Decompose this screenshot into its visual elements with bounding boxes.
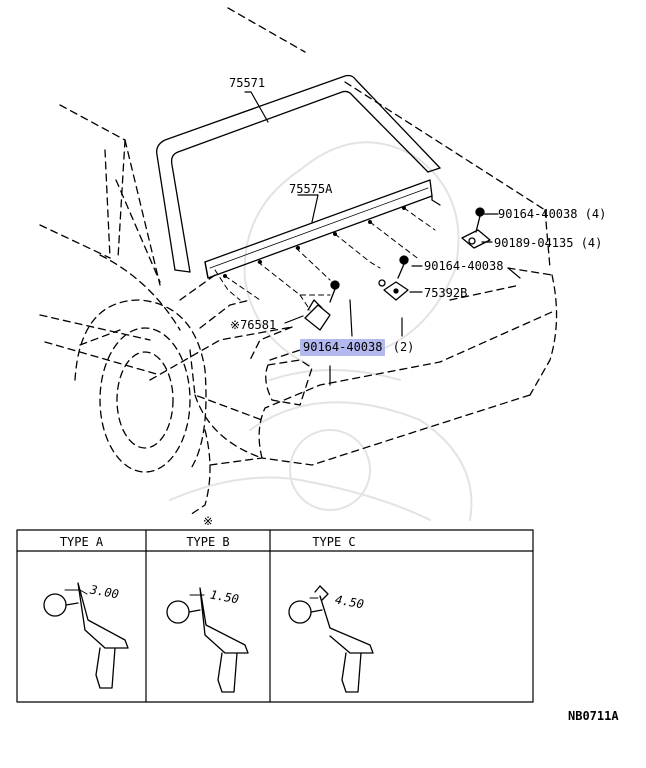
rear-lamp — [265, 359, 313, 406]
watermark-emblem — [169, 141, 473, 521]
label-90164-40038-qty4: 90164-40038 (4) — [498, 207, 607, 221]
label-76581-number: 76581 — [240, 318, 277, 332]
label-90189-04135-qty4: 90189-04135 (4) — [494, 236, 603, 250]
label-75571: 75571 — [229, 76, 266, 90]
detail-table — [16, 529, 534, 703]
leader-lines — [244, 91, 521, 386]
clip-90164-upper — [475, 207, 485, 233]
label-76581-mark: ※ — [230, 318, 241, 332]
stripe-75575a — [204, 179, 441, 279]
rear-wheel — [74, 299, 211, 516]
bracket-75392b — [378, 279, 409, 301]
bracket-90189 — [461, 229, 491, 249]
label-75575a: 75575A — [289, 182, 333, 196]
label-90164-40038: 90164-40038 — [424, 259, 504, 273]
emblem-76581 — [304, 299, 331, 331]
diagram-reference-code: NB0711A — [568, 709, 619, 723]
highlighted-part-number[interactable]: 90164-40038 — [300, 339, 386, 356]
type-b-detail — [166, 587, 249, 693]
stud-dots — [223, 206, 406, 278]
table-mark: ※ — [202, 514, 214, 528]
label-90164-40038-quantity: (2) — [392, 340, 415, 354]
header-type-b: TYPE B — [186, 535, 230, 549]
type-c-detail — [288, 585, 374, 693]
clip-90164-mid — [397, 255, 409, 279]
label-90164-40038-qty2[interactable]: 90164-40038 (2) — [300, 339, 415, 356]
stud-guides — [214, 207, 436, 311]
label-76581: ※76581 — [230, 318, 276, 332]
label-75392b: 75392B — [424, 286, 468, 300]
car-body-outline — [39, 7, 558, 466]
header-type-c: TYPE C — [312, 535, 356, 549]
clip-90164-lower — [329, 280, 340, 303]
header-type-a: TYPE A — [59, 535, 104, 549]
type-a-detail — [43, 582, 129, 689]
weatherstrip-75571 — [156, 74, 441, 273]
